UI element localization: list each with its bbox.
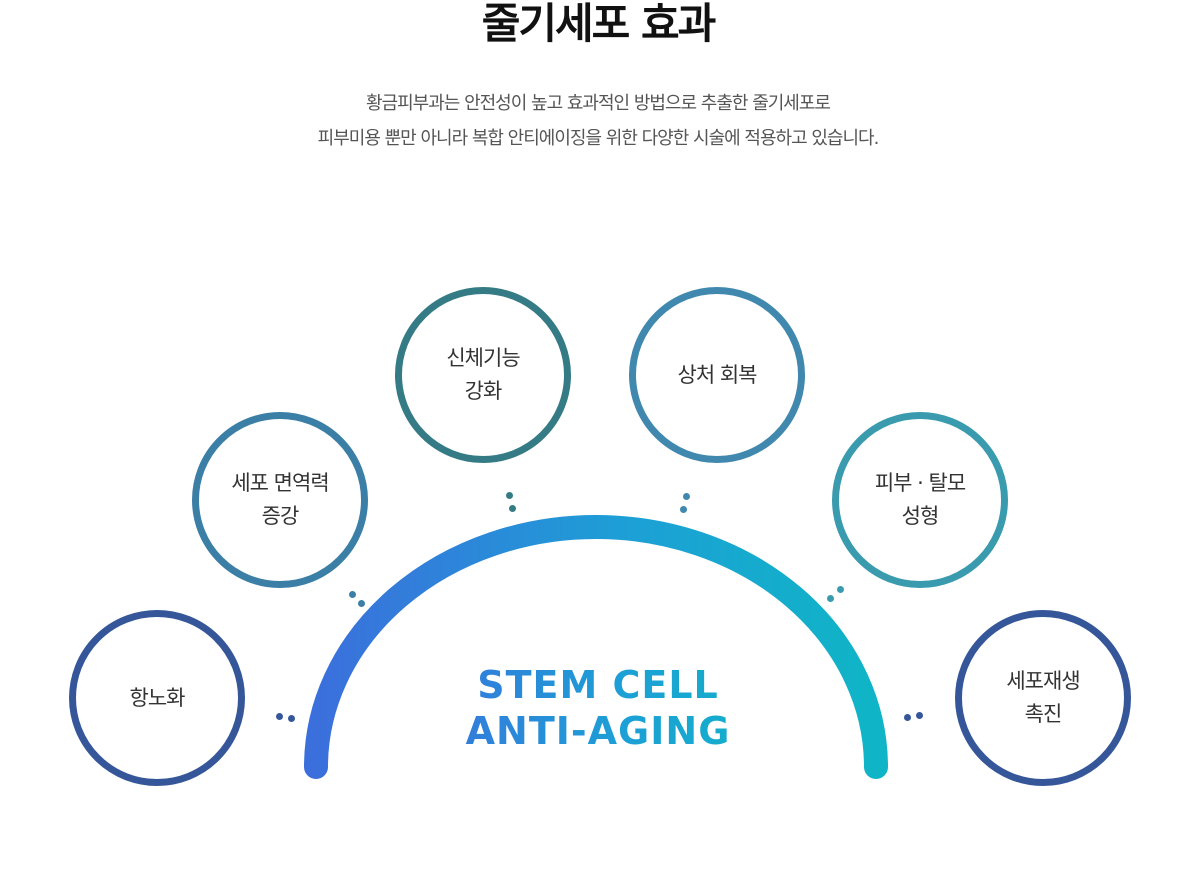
center-text-stem-cell: STEM CELL	[396, 662, 800, 708]
effect-label: 상처 회복	[677, 362, 758, 387]
center-text-anti-aging: ANTI-AGING	[396, 708, 800, 754]
effect-circle-wound-healing: 상처 회복	[629, 287, 805, 463]
effect-label: 신체기능 강화	[446, 346, 520, 403]
page-title: 줄기세포 효과	[481, 0, 716, 48]
connector-dot	[916, 712, 923, 719]
description-line-1: 황금피부과는 안전성이 높고 효과적인 방법으로 추출한 줄기세포로	[365, 93, 831, 114]
effect-label: 피부 · 탈모 성형	[874, 471, 966, 528]
connector-dot	[358, 600, 365, 607]
effect-circle-anti-aging: 항노화	[69, 610, 245, 786]
effect-circle-skin-hair-surgery: 피부 · 탈모 성형	[832, 412, 1008, 588]
effect-label: 세포재생 촉진	[1006, 669, 1080, 726]
connector-dot	[680, 506, 687, 513]
connector-dot	[276, 713, 283, 720]
effect-label: 항노화	[129, 685, 186, 710]
connector-dot	[509, 505, 516, 512]
effect-label: 세포 면역력 증강	[231, 471, 329, 528]
connector-dot	[683, 493, 690, 500]
description-line-2: 피부미용 뿐만 아니라 복합 안티에이징을 위한 다양한 시술에 적용하고 있습…	[317, 128, 880, 149]
connector-dot	[506, 492, 513, 499]
connector-dot	[837, 586, 844, 593]
connector-dot	[288, 715, 295, 722]
effect-circle-cell-regeneration: 세포재생 촉진	[955, 610, 1131, 786]
effect-circle-immunity: 세포 면역력 증강	[192, 412, 368, 588]
connector-dot	[349, 591, 356, 598]
connector-dot	[827, 595, 834, 602]
center-arc	[304, 515, 888, 779]
connector-dot	[904, 714, 911, 721]
effect-circle-body-function: 신체기능 강화	[395, 287, 571, 463]
